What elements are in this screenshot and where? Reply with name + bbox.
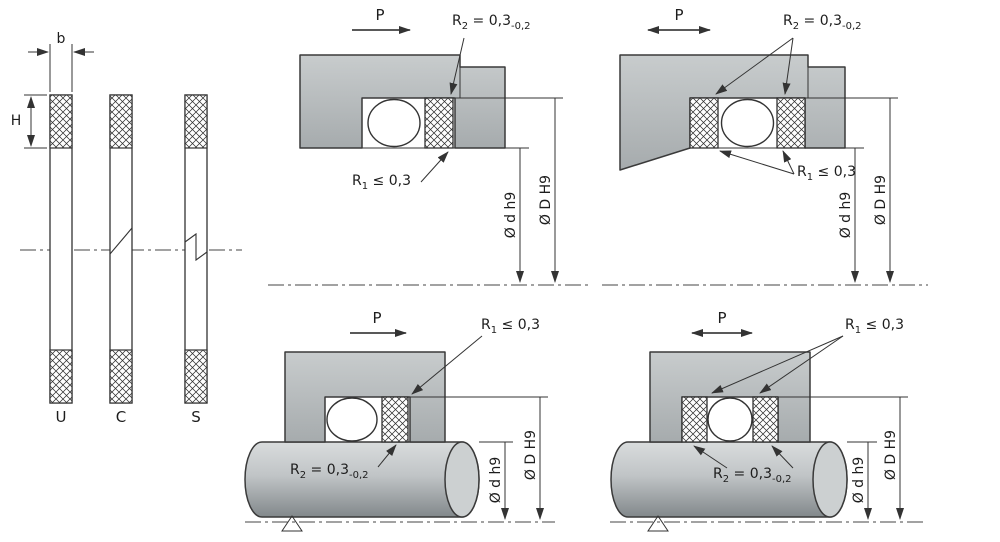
installation-bore-double-acting — [602, 26, 928, 286]
rod-support-mark — [647, 515, 669, 532]
shaft-diameter-label: Ø d h9 — [838, 191, 854, 239]
profile-c-section-top — [109, 94, 133, 149]
shaft-diameter-label: Ø d h9 — [851, 456, 867, 504]
profile-s-step-cut — [184, 232, 208, 262]
rod-support-mark — [281, 515, 303, 532]
o-ring — [707, 397, 753, 442]
r2-leader-right — [782, 37, 794, 95]
r2-leader — [449, 37, 465, 95]
rod-end-face — [812, 441, 848, 518]
r2-leader-right — [771, 445, 794, 469]
profile-type-u-label: U — [55, 408, 67, 426]
profile-height-dim-label: H — [10, 113, 22, 129]
profile-u-section-bottom — [49, 349, 73, 404]
pressure-label: P — [717, 309, 727, 327]
bore-diameter-label: Ø D H9 — [873, 174, 889, 226]
r1-radius-label: R1 ≤ 0,3 — [845, 317, 905, 336]
seal-ring — [424, 97, 454, 149]
profile-dimensions — [24, 44, 94, 149]
profile-s-section-top — [184, 94, 208, 149]
profile-c-section-bottom — [109, 349, 133, 404]
r2-leader-left — [693, 445, 728, 469]
r2-radius-label: R2 = 0,3-0,2 — [713, 466, 792, 485]
shaft-diameter-label: Ø d h9 — [503, 191, 519, 239]
seal-ring-left — [681, 396, 708, 443]
profile-width-dim-label: b — [56, 31, 66, 47]
pressure-label: P — [674, 6, 684, 24]
seal-ring-right — [776, 97, 806, 149]
seal-profiles — [20, 44, 242, 404]
r2-leader-left — [715, 37, 794, 95]
bore-diameter-label: Ø D H9 — [538, 174, 554, 226]
r2-radius-label: R2 = 0,3-0,2 — [452, 13, 531, 32]
r1-leader — [411, 335, 483, 395]
profile-c — [109, 94, 133, 404]
pressure-label: P — [372, 309, 382, 327]
profile-s-section-bottom — [184, 349, 208, 404]
profile-c-scarf-cut — [109, 227, 133, 255]
installation-rod-double-acting — [610, 329, 925, 532]
r1-leader-right — [782, 150, 795, 175]
profile-u — [49, 94, 73, 404]
r1-leader — [420, 151, 449, 183]
rod-end-face — [444, 441, 480, 518]
bore-diameter-label: Ø D H9 — [523, 429, 539, 481]
seal-ring — [381, 396, 409, 443]
r1-radius-label: R1 ≤ 0,3 — [797, 164, 857, 183]
o-ring — [326, 397, 378, 442]
r1-leader-left — [711, 335, 844, 394]
installation-rod-single-acting — [244, 329, 555, 532]
r2-radius-label: R2 = 0,3-0,2 — [290, 462, 369, 481]
r1-leader-left — [719, 150, 795, 175]
profile-u-section-top — [49, 94, 73, 149]
seal-ring-left — [689, 97, 719, 149]
shaft-diameter-label: Ø d h9 — [488, 456, 504, 504]
r2-radius-label: R2 = 0,3-0,2 — [783, 13, 862, 32]
installation-bore-single-acting — [268, 26, 588, 286]
bore-diameter-label: Ø D H9 — [883, 429, 899, 481]
pressure-label: P — [375, 6, 385, 24]
profile-type-c-label: C — [115, 408, 127, 426]
o-ring — [367, 98, 421, 148]
r1-radius-label: R1 ≤ 0,3 — [352, 173, 412, 192]
seal-ring-right — [752, 396, 779, 443]
r1-leader-right — [759, 335, 844, 394]
o-ring — [720, 98, 775, 148]
profile-s — [184, 94, 208, 404]
r1-radius-label: R1 ≤ 0,3 — [481, 317, 541, 336]
r2-leader — [377, 444, 397, 468]
profile-type-s-label: S — [191, 408, 201, 426]
